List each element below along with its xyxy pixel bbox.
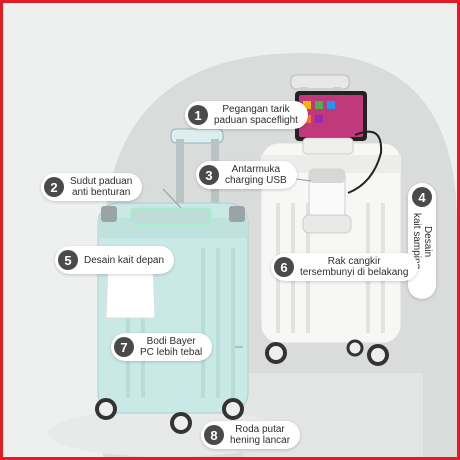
badge-1: 1: [188, 105, 208, 125]
callout-4-line1: Desain: [422, 225, 433, 257]
callout-4-line2: kait samping: [411, 213, 422, 270]
suitcase-scene: [48, 53, 457, 457]
badge-4: 4: [412, 187, 432, 207]
callout-2-line1: Sudut paduan: [70, 176, 133, 187]
callout-3-line2: charging USB: [225, 175, 287, 186]
badge-8: 8: [204, 425, 224, 445]
callout-6-line1: Rak cangkir: [327, 256, 381, 267]
badge-5: 5: [58, 250, 78, 270]
callout-3-line1: Antarmuka: [231, 164, 281, 175]
callout-8-line1: Roda putar: [235, 424, 285, 435]
badge-2: 2: [44, 177, 64, 197]
badge-7: 7: [114, 337, 134, 357]
callout-8-line2: hening lancar: [230, 435, 291, 446]
callout-2-line2: anti benturan: [71, 187, 131, 198]
callout-1-line1: Pegangan tarik: [222, 104, 290, 115]
callout-5-line1: Desain kait depan: [84, 254, 165, 266]
callout-1-line2: paduan spaceflight: [214, 115, 298, 126]
badge-3: 3: [199, 165, 219, 185]
callout-6-line2: tersembunyi di belakang: [300, 267, 409, 278]
callout-7-line1: Bodi Bayer: [146, 336, 196, 347]
badge-6: 6: [274, 257, 294, 277]
callout-7-line2: PC lebih tebal: [140, 347, 203, 358]
callout-5: 5 Desain kait depan: [55, 246, 175, 274]
